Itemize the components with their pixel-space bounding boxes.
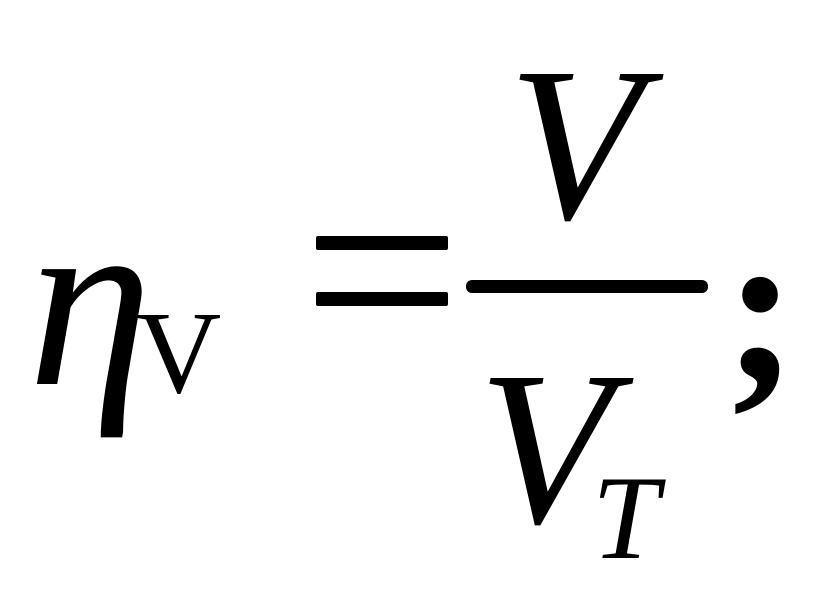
eta-subscript: V: [136, 287, 222, 418]
fraction-denominator: V: [478, 326, 613, 570]
fraction-line: [466, 280, 708, 293]
denominator-subscript: T: [592, 451, 659, 584]
semicolon: ;: [724, 184, 798, 428]
equals-top-bar: [316, 236, 448, 250]
fraction-numerator: V: [508, 22, 643, 266]
equals-bottom-bar: [316, 292, 448, 306]
equals-sign: =: [316, 222, 448, 306]
eta-symbol: η: [28, 162, 153, 439]
